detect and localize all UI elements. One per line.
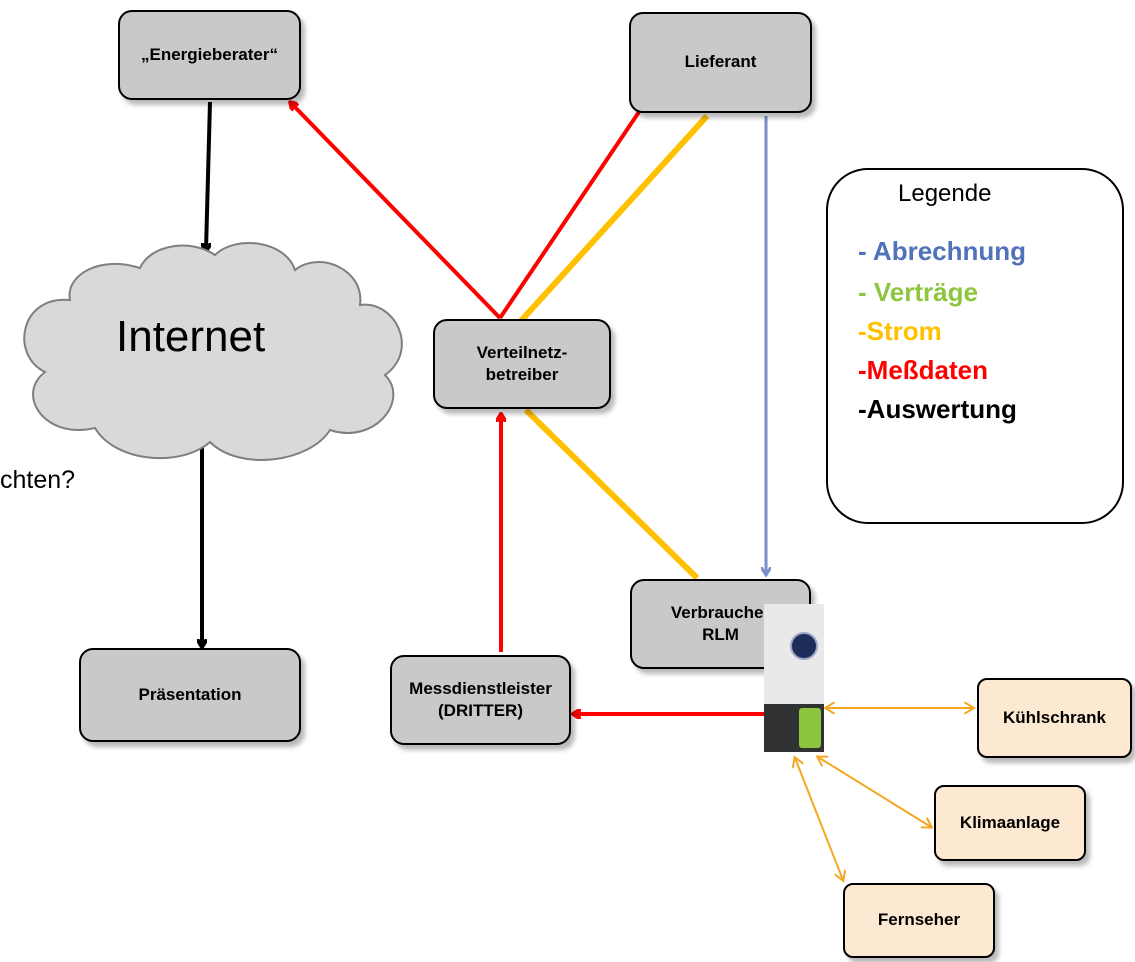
legend-dash: -	[858, 277, 874, 307]
legend-item-messdaten: -Meßdaten	[858, 355, 988, 386]
internet-cloud-icon	[23, 242, 403, 461]
node-verteilnetzbetreiber[interactable]: Verteilnetz- betreiber	[433, 319, 611, 409]
node-klimaanlage[interactable]: Klimaanlage	[934, 785, 1086, 861]
legend-item-abrechnung: - Abrechnung	[858, 236, 1026, 267]
messdaten-arrow-energieberater	[291, 103, 502, 320]
device-link-fernseher	[795, 758, 843, 880]
legend-label: Abrechnung	[872, 236, 1027, 266]
legend-dash: -	[858, 236, 873, 266]
legend-label: Auswertung	[866, 394, 1017, 424]
node-energieberater[interactable]: „Energieberater“	[118, 10, 301, 100]
node-messdienstleister[interactable]: Messdienstleister (DRITTER)	[390, 655, 571, 745]
legend-label: Strom	[866, 316, 942, 346]
internet-label: Internet	[116, 312, 266, 361]
node-kuehlschrank[interactable]: Kühlschrank	[977, 678, 1132, 758]
node-praesentation[interactable]: Präsentation	[79, 648, 301, 742]
legend-label: Meßdaten	[866, 355, 989, 385]
legend-label: Verträge	[873, 277, 978, 307]
legend-title: Legende	[898, 180, 992, 207]
strom-line-lieferant	[516, 113, 710, 326]
smart-meter-icon	[764, 604, 824, 752]
legend-dash: -	[858, 394, 867, 424]
legend-dash: -	[858, 355, 867, 385]
legend-dash: -	[858, 316, 867, 346]
legend-item-vertraege: - Verträge	[858, 277, 978, 308]
legend-box: Legende - Abrechnung - Verträge -Strom -…	[826, 168, 1124, 524]
legend-item-strom: -Strom	[858, 316, 942, 347]
messdaten-arrow-lieferant	[498, 103, 645, 320]
node-fernseher[interactable]: Fernseher	[843, 883, 995, 958]
strom-line-verbraucher	[523, 407, 700, 581]
cut-off-text: chten?	[0, 466, 76, 494]
node-lieferant[interactable]: Lieferant	[629, 12, 812, 113]
legend-item-auswertung: -Auswertung	[858, 394, 1017, 425]
device-link-klimaanlage	[818, 757, 931, 827]
auswertung-arrow-internet	[206, 101, 212, 250]
